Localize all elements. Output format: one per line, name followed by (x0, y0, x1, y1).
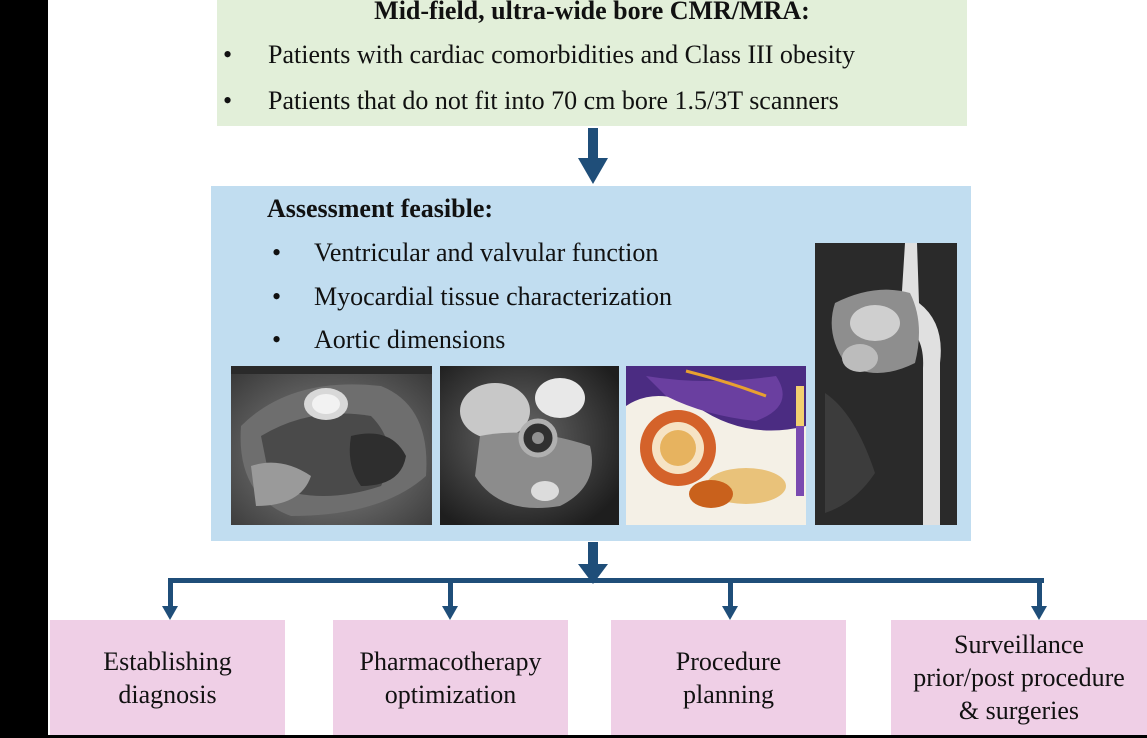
bullet-icon: • (272, 282, 282, 311)
bottom-border-line (48, 735, 1147, 738)
outcome-box-pharmacotherapy: Pharmacotherapy optimization (333, 620, 568, 735)
assessment-bullet-text: Ventricular and valvular function (314, 238, 659, 267)
outcome-box-surveillance: Surveillance prior/post procedure & surg… (891, 620, 1147, 735)
branch-connector (162, 542, 1047, 620)
outcome-label: Procedure planning (675, 646, 782, 709)
mri-valve-image (440, 366, 619, 525)
bullet-icon: • (272, 238, 282, 267)
mri-four-chamber-image (231, 366, 432, 525)
outcome-box-procedure-planning: Procedure planning (611, 620, 846, 735)
down-arrow-icon (578, 128, 608, 184)
outcome-label: Surveillance prior/post procedure & surg… (913, 630, 1125, 725)
assessment-title: Assessment feasible: (266, 194, 494, 223)
indication-bullet-text: Patients that do not fit into 70 cm bore… (268, 86, 839, 115)
outcome-label: Pharmacotherapy optimization (359, 646, 542, 709)
bullet-icon: • (223, 40, 233, 69)
assessment-bullet-text: Myocardial tissue characterization (314, 282, 673, 311)
outcome-label: Establishing diagnosis (103, 646, 232, 709)
mri-aorta-image (815, 243, 957, 525)
outcome-box-diagnosis: Establishing diagnosis (50, 620, 285, 735)
indication-box: Mid-field, ultra-wide bore CMR/MRA: • Pa… (217, 0, 967, 126)
indication-bullet-text: Patients with cardiac comorbidities and … (268, 40, 856, 69)
assessment-bullet-text: Aortic dimensions (314, 325, 506, 354)
indication-title: Mid-field, ultra-wide bore CMR/MRA: (374, 0, 810, 25)
left-border-bar (0, 0, 48, 738)
bullet-icon: • (272, 325, 282, 354)
mri-t1-map-image (626, 366, 806, 525)
bullet-icon: • (223, 86, 233, 115)
